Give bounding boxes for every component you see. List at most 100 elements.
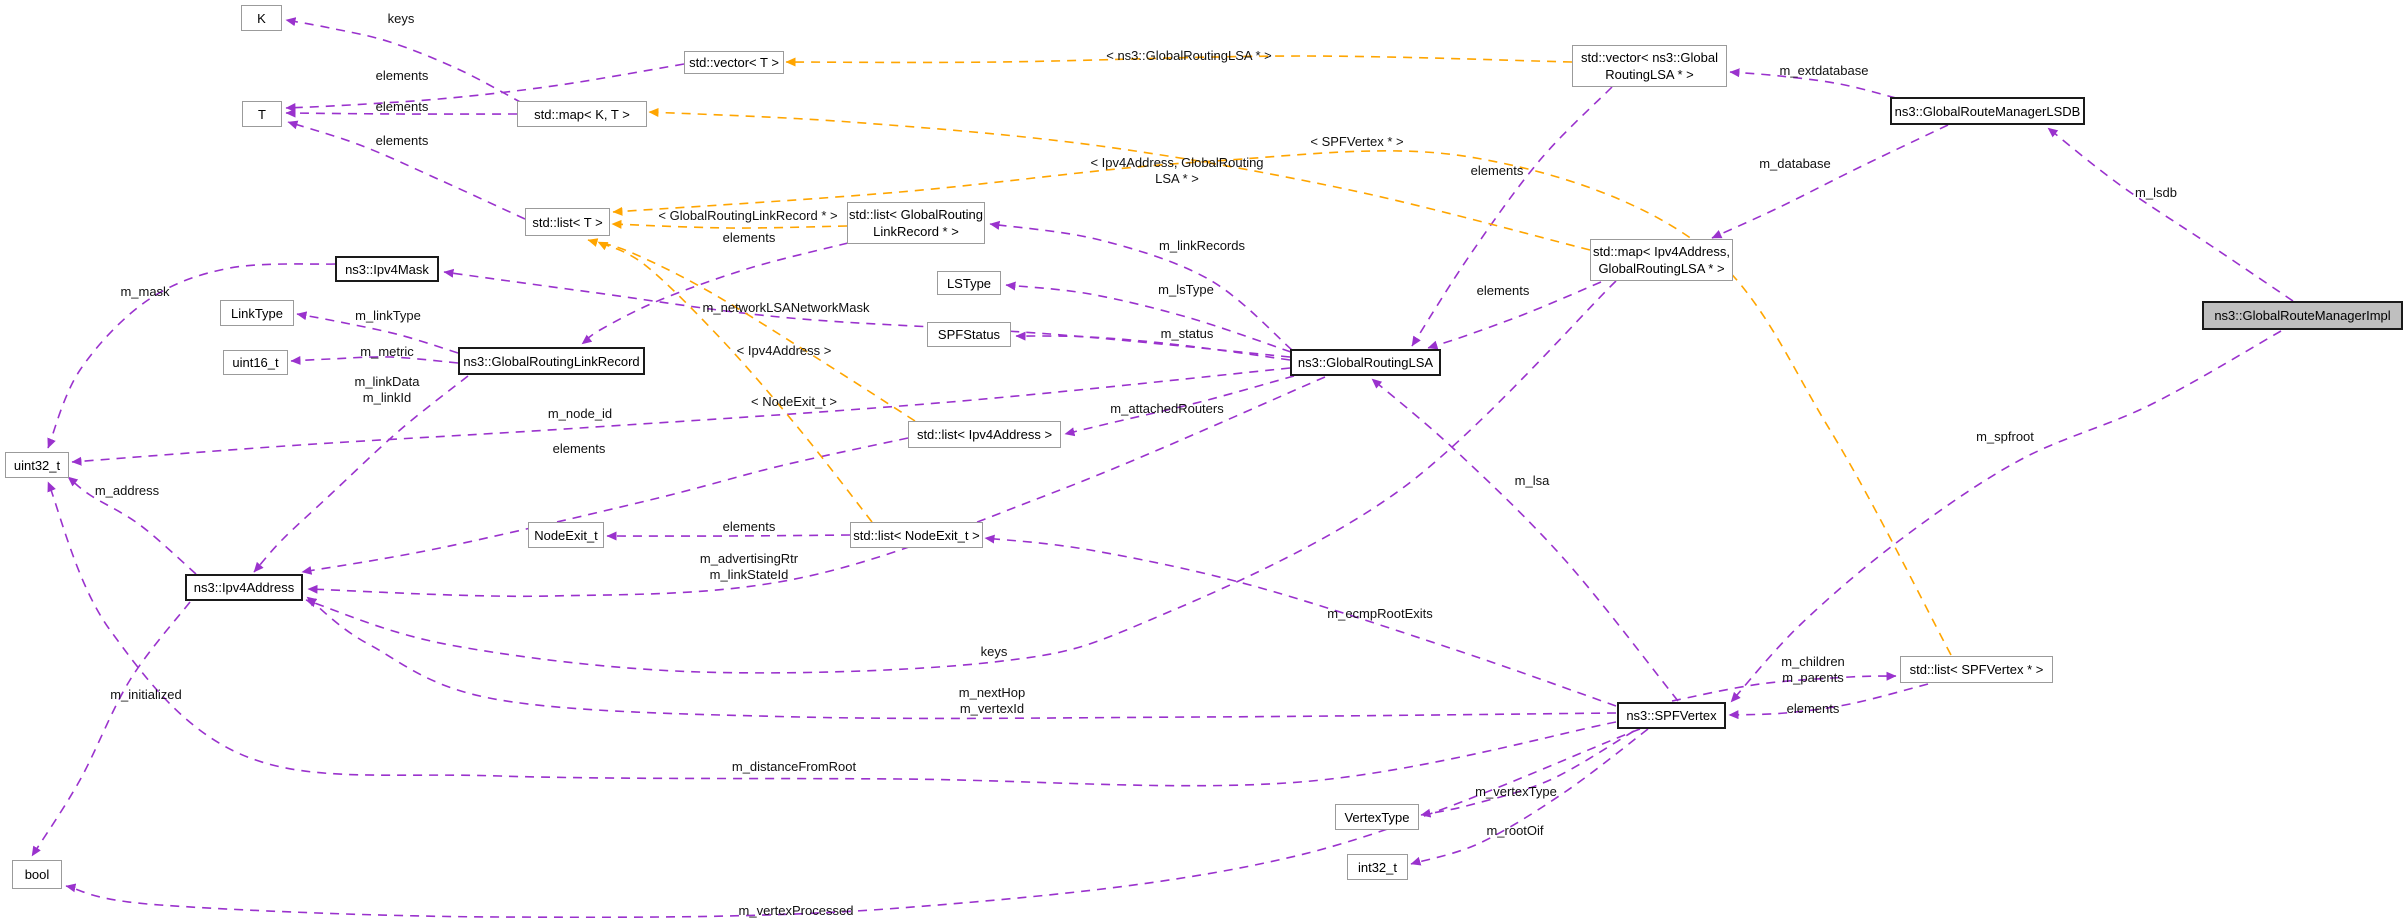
edge-label: elements (1476, 283, 1530, 298)
node-spfvertex[interactable]: ns3::SPFVertex (1617, 702, 1726, 729)
edge-list-ip-to-list-t (587, 238, 916, 422)
node-list-nodeexit: std::list< NodeExit_t > (850, 522, 983, 548)
edge-label: m_mask (120, 284, 170, 299)
node-globalroutinglinkrecord[interactable]: ns3::GlobalRoutingLinkRecord (458, 347, 645, 375)
edge-list-spf-to-list-t (612, 150, 1952, 656)
edge-label: m_linkRecords (1159, 238, 1245, 253)
edge-label: m_lsa (1514, 473, 1550, 488)
edge-map-lsa-to-ipv4address-keys (305, 280, 1617, 674)
edge-lsdb-to-map-lsa-database (1711, 124, 1949, 239)
edge-lsa-to-ipv4address-advertisingrtr (307, 376, 1326, 598)
edge-lsa-to-uint32-nodeid (71, 367, 1291, 466)
edge-label: elements (722, 230, 776, 245)
edge-list-lr-to-list-t (611, 219, 848, 229)
edge-label: elements (375, 68, 429, 83)
edge-lsa-to-lstype-lstype (1005, 281, 1292, 353)
edge-list-ne-to-list-t (597, 241, 873, 523)
node-vertextype: VertexType (1335, 804, 1419, 830)
edge-label: < Ipv4Address > (736, 343, 832, 358)
node-k: K (241, 5, 282, 31)
edge-lsa-to-list-lr-linkrecords (989, 220, 1293, 351)
edge-label: m_distanceFromRoot (731, 759, 857, 774)
edge-list-lr-to-linkrecord-elements (581, 242, 849, 345)
edge-ipv4address-to-bool-initialized (31, 601, 191, 857)
node-ipv4mask[interactable]: ns3::Ipv4Mask (335, 256, 439, 282)
edge-label: elements (1470, 163, 1524, 178)
edge-label: elements (722, 519, 776, 534)
node-uint32: uint32_t (5, 452, 69, 478)
edge-list-ne-to-nodeexit-elements (606, 531, 851, 541)
edge-label: m_linkData m_linkId (354, 374, 420, 405)
edge-label: m_vertexType (1475, 784, 1557, 799)
edge-label: m_status (1160, 326, 1214, 341)
edge-map-lsa-to-lsa-elements (1427, 281, 1602, 350)
edge-vector-lsa-to-vector-t (785, 55, 1573, 67)
edge-label: m_metric (360, 344, 414, 359)
edge-label: m_nextHop m_vertexId (958, 685, 1026, 716)
node-linktype: LinkType (220, 300, 294, 326)
node-list-linkrecord: std::list< GlobalRouting LinkRecord * > (847, 202, 985, 244)
edge-linkrecord-to-uint16-metric (290, 356, 459, 366)
edge-label: m_initialized (110, 687, 182, 702)
edge-label: m_lsdb (2135, 185, 2177, 200)
node-list-spfvertex: std::list< SPFVertex * > (1900, 656, 2053, 683)
edge-label: m_networkLSANetworkMask (702, 300, 870, 315)
edge-label: m_database (1759, 156, 1831, 171)
edge-label: m_linkType (355, 308, 421, 323)
edge-lsa-to-ipv4mask-networkmask (443, 268, 1291, 358)
edge-label: keys (980, 644, 1008, 659)
edge-vector-lsa-to-lsa-elements (1411, 86, 1613, 347)
edge-list-ip-to-ipv4address-elements (301, 437, 909, 575)
node-spfstatus: SPFStatus (927, 322, 1011, 347)
node-uint16: uint16_t (223, 350, 288, 375)
node-globalroutemanagerimpl: ns3::GlobalRouteManagerImpl (2202, 301, 2403, 330)
node-ipv4address[interactable]: ns3::Ipv4Address (185, 574, 303, 601)
node-globalroutemanagerlsdb[interactable]: ns3::GlobalRouteManagerLSDB (1890, 97, 2085, 125)
node-vector-t: std::vector< T > (684, 51, 784, 74)
node-list-ipv4address: std::list< Ipv4Address > (908, 421, 1061, 448)
edge-label: < ns3::GlobalRoutingLSA * > (1106, 48, 1272, 63)
edge-label: < Ipv4Address, GlobalRouting LSA * > (1090, 155, 1264, 186)
edge-list-t-to-t-elements (287, 120, 526, 220)
edges-group (31, 17, 2294, 919)
node-globalroutinglsa[interactable]: ns3::GlobalRoutingLSA (1290, 349, 1441, 376)
edge-map-lsa-to-map-kt (648, 107, 1591, 251)
edge-label: m_address (94, 483, 160, 498)
edge-lsdb-to-vector-lsa-extdatabase (1729, 68, 1897, 99)
node-vector-globalroutinglsa: std::vector< ns3::Global RoutingLSA * > (1572, 45, 1727, 87)
edge-impl-to-lsdb-lsdb (2047, 127, 2294, 302)
edge-spfvertex-to-vertextype (1420, 730, 1635, 818)
edge-label: elements (552, 441, 606, 456)
edge-spfvertex-to-list-spf-children (1671, 671, 1897, 702)
edge-ipv4mask-to-uint32-mask (47, 263, 336, 449)
edge-label: m_node_id (547, 406, 613, 421)
edge-label: < SPFVertex * > (1310, 134, 1404, 149)
edge-label: keys (387, 11, 415, 26)
edge-label: m_rootOif (1486, 823, 1544, 838)
edge-label: elements (375, 99, 429, 114)
edge-label: m_attachedRouters (1110, 401, 1224, 416)
edge-spfvertex-to-uint32-distancefromroot (47, 481, 1617, 787)
edge-label: elements (375, 133, 429, 148)
node-int32: int32_t (1347, 854, 1408, 880)
edge-label: m_vertexProcessed (738, 903, 854, 918)
edge-label: m_advertisingRtr m_linkStateId (699, 551, 799, 582)
edge-label: m_children m_parents (1781, 654, 1845, 685)
edge-linkrecord-to-linktype (296, 311, 459, 354)
node-map-ipv4-lsa: std::map< Ipv4Address, GlobalRoutingLSA … (1590, 239, 1733, 281)
edge-label: m_lsType (1158, 282, 1214, 297)
edge-spfvertex-to-lsa-lsa (1371, 378, 1679, 702)
edge-map-kt-to-t-elements (285, 108, 518, 118)
node-map-kt: std::map< K, T > (517, 101, 647, 127)
edge-spfvertex-to-ipv4address-nexthop (306, 596, 1617, 720)
edge-impl-to-spfvertex-spfroot (1730, 330, 2282, 703)
edge-ipv4address-to-uint32-address (67, 476, 197, 575)
edge-label: m_extdatabase (1779, 63, 1869, 78)
node-list-t: std::list< T > (525, 208, 610, 236)
node-bool: bool (12, 860, 62, 889)
edge-label: < GlobalRoutingLinkRecord * > (658, 208, 838, 223)
edge-list-spf-to-spfvertex-elements (1728, 683, 1929, 720)
edge-lsa-to-spfstatus-status (1015, 331, 1291, 361)
node-t: T (242, 101, 282, 127)
